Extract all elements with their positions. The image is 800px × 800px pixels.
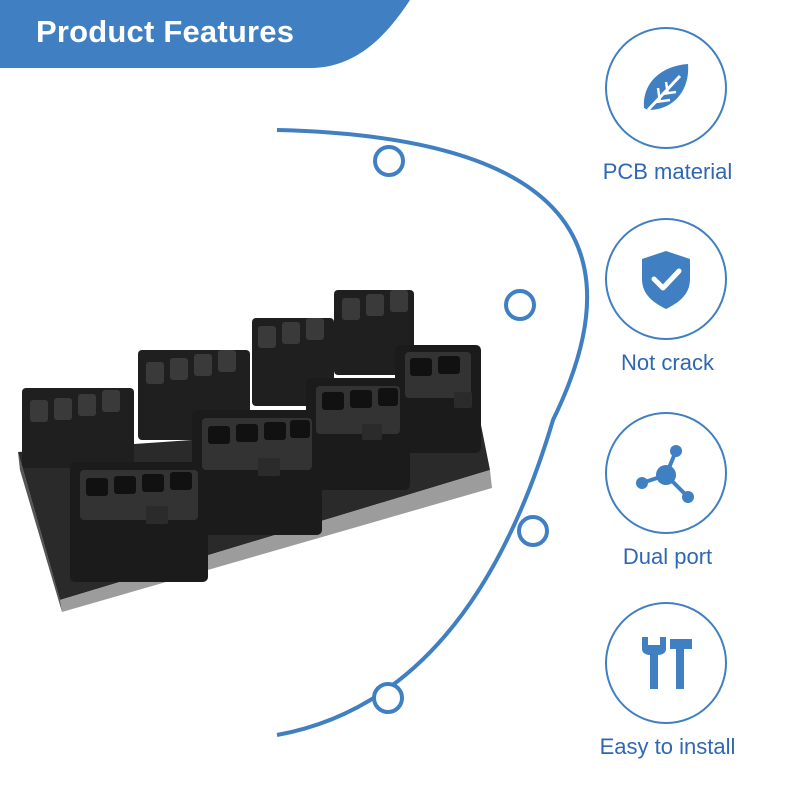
shield-check-icon <box>642 251 690 309</box>
feature-icon-circle <box>605 27 727 149</box>
leaf-icon <box>643 64 689 112</box>
banner-shape <box>0 0 410 68</box>
feature-dual-port: Dual port <box>580 412 755 602</box>
feature-label: Dual port <box>622 544 713 569</box>
wrench-hammer-icon <box>642 637 692 689</box>
molecule-icon <box>636 445 694 503</box>
header-banner: Product Features <box>0 0 410 68</box>
feature-icon-circle <box>605 412 727 534</box>
feature-label: PCB material <box>602 159 733 184</box>
feature-icon-circle <box>605 602 727 724</box>
arc-node <box>373 145 405 177</box>
page-title: Product Features <box>36 14 295 49</box>
feature-pcb-material: PCB material <box>580 27 755 217</box>
feature-label: Not crack <box>621 350 714 375</box>
arc-node <box>517 515 549 547</box>
feature-label: Easy to install <box>599 734 736 759</box>
feature-easy-to-install: Easy to install <box>580 602 755 792</box>
arc-node <box>372 682 404 714</box>
feature-not-crack: Not crack <box>580 218 755 408</box>
feature-icon-circle <box>605 218 727 340</box>
arc-node <box>504 289 536 321</box>
